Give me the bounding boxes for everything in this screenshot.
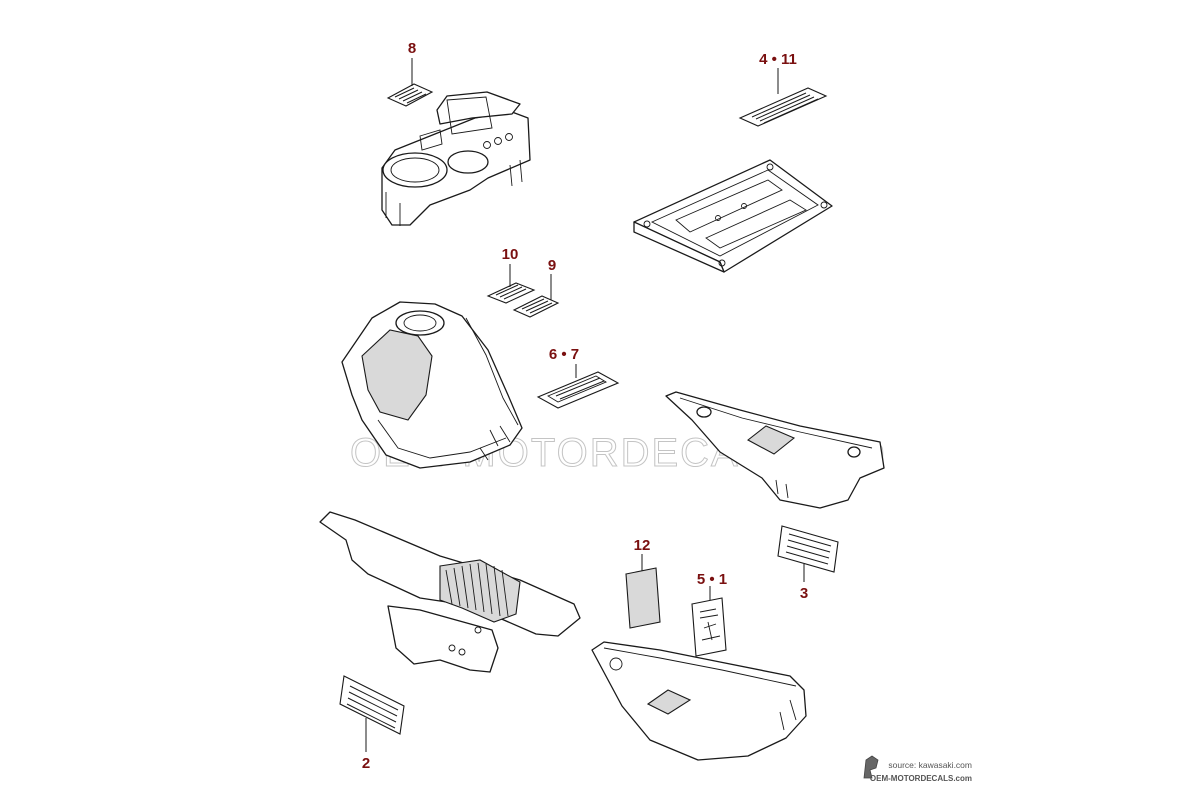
- lower-side-cover-part: [591, 641, 807, 761]
- decal-5-1: [691, 597, 727, 657]
- decal-9: [512, 295, 560, 318]
- decal-6-7: [536, 371, 620, 409]
- right-side-cover-part: [665, 391, 885, 509]
- decal-10: [486, 282, 536, 304]
- callout-10: 10: [502, 246, 519, 263]
- decal-8: [386, 83, 434, 107]
- callout-2: 2: [362, 755, 370, 772]
- callout-9: 9: [548, 257, 556, 274]
- credit-source: source: kawasaki.com: [888, 760, 972, 770]
- callout-5-1: 5 • 1: [697, 571, 727, 588]
- decal-2: [339, 675, 405, 735]
- left-cover-part: [319, 511, 581, 673]
- callout-8: 8: [408, 40, 416, 57]
- decal-4-11: [738, 87, 828, 127]
- decal-3: [777, 525, 839, 573]
- logo-icon: [863, 755, 879, 779]
- callout-6-7: 6 • 7: [549, 346, 579, 363]
- carrier-plate-part: [633, 159, 833, 273]
- callout-12: 12: [634, 537, 651, 554]
- fuel-tank-part: [341, 301, 523, 469]
- meter-cover-part: [381, 91, 531, 226]
- decal-12: [625, 567, 661, 629]
- source-credit: source: kawasaki.com OEM-MOTORDECALS.com: [863, 755, 972, 783]
- credit-site: OEM-MOTORDECALS.com: [870, 774, 972, 783]
- callout-3: 3: [800, 585, 808, 602]
- callout-4-11: 4 • 11: [759, 51, 797, 68]
